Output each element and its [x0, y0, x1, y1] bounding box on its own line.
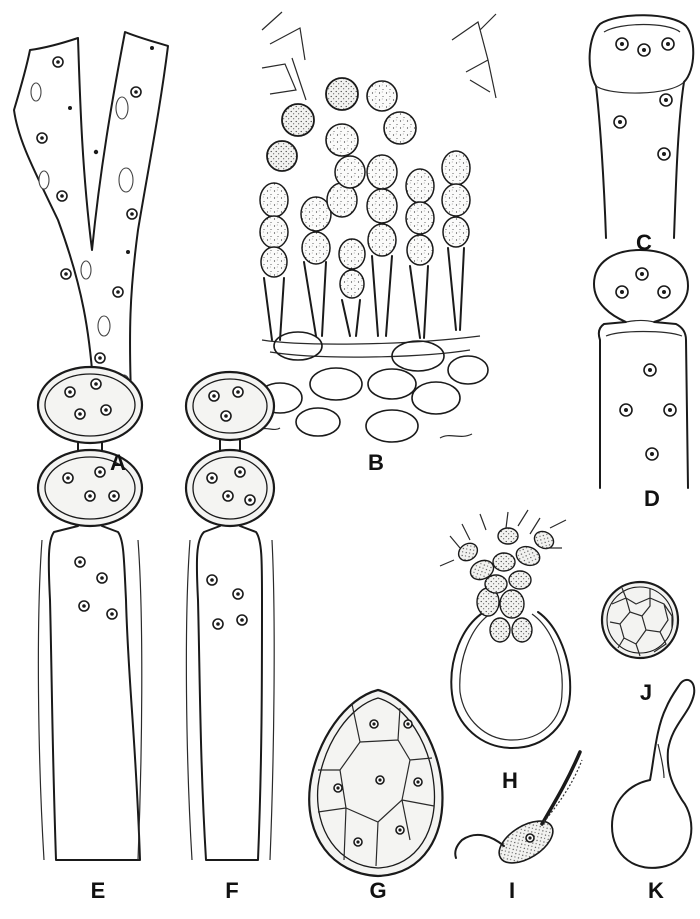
label-k: K — [648, 878, 664, 903]
panel-j-resting-spore — [602, 582, 678, 658]
panel-c-hyphal-tip — [590, 15, 694, 238]
panel-i-zoospore — [455, 752, 582, 871]
label-a: A — [110, 450, 126, 475]
panel-g-cleaved-sporangium — [309, 690, 442, 876]
panel-k-germinating-spore — [612, 680, 694, 868]
label-e: E — [91, 878, 106, 903]
label-i: I — [509, 878, 515, 903]
panel-b-conidiophores — [258, 12, 496, 442]
label-b: B — [368, 450, 384, 475]
label-f: F — [225, 878, 238, 903]
label-g: G — [369, 878, 386, 903]
panel-a-branched-hypha — [14, 32, 168, 420]
label-h: H — [502, 768, 518, 793]
label-c: C — [636, 230, 652, 255]
panel-h-zoospore-release — [440, 510, 570, 748]
panel-d-septate-tip — [594, 250, 688, 488]
panel-f-conidial-chain — [186, 372, 274, 860]
label-j: J — [640, 680, 652, 705]
panel-e-conidial-chain — [38, 367, 142, 860]
label-d: D — [644, 486, 660, 511]
